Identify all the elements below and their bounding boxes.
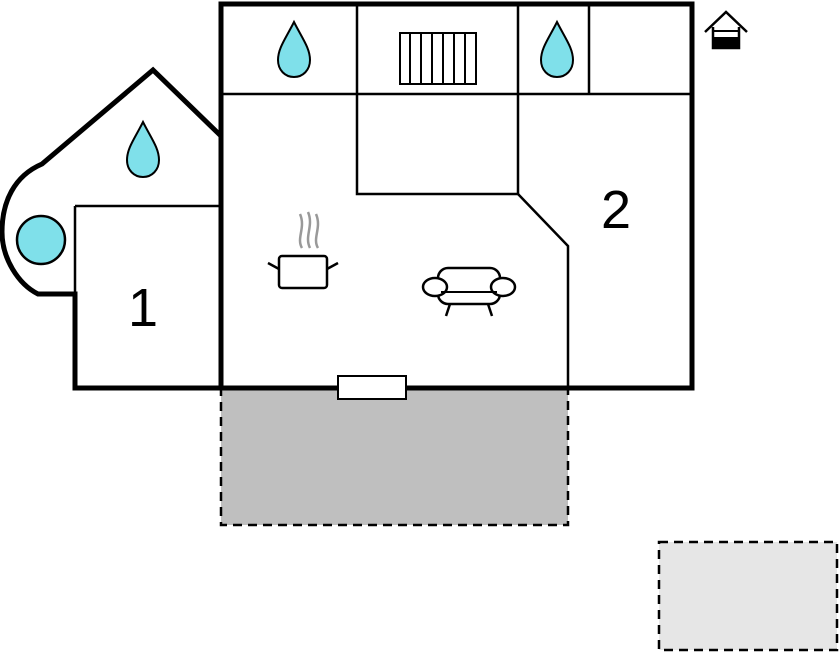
main-building-wall (218, 1, 695, 391)
room-1-label: 1 (128, 278, 158, 338)
water-drop-icon (125, 119, 161, 179)
cooking-pot-icon (267, 211, 339, 290)
water-drop-icon (539, 19, 575, 79)
entrance-door (337, 375, 407, 400)
parking-area (657, 540, 839, 652)
room-2-partition (517, 193, 570, 388)
kitchen-partition (355, 94, 520, 196)
pool-icon (15, 214, 67, 266)
left-wing-wall (0, 66, 223, 391)
house-well-icon (704, 10, 748, 50)
sofa-icon (421, 266, 517, 317)
room-2-label: 2 (601, 180, 631, 240)
terrace-area (219, 386, 570, 527)
heater-icon (399, 32, 477, 85)
water-drop-icon (276, 19, 312, 79)
